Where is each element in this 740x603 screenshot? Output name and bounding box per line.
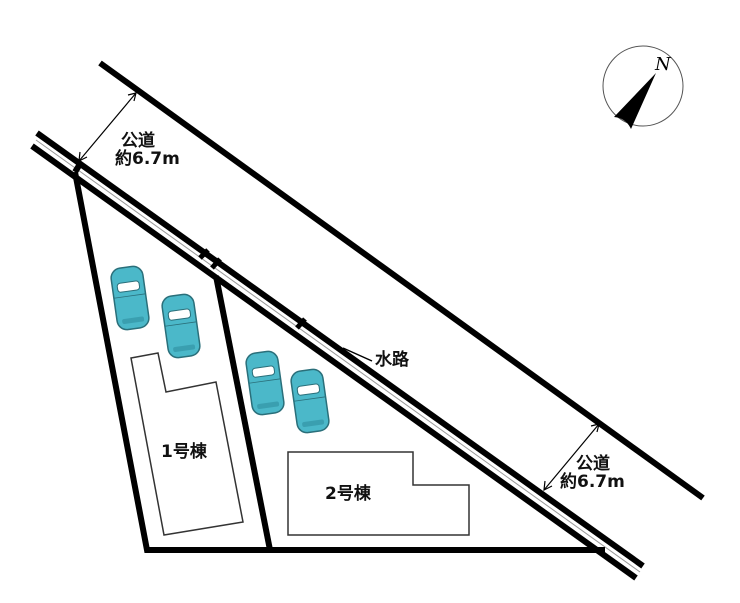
waterway-upper-edge [35,130,645,569]
building-1-outline [130,352,244,536]
building-2-outline [287,451,470,536]
waterway-lower-edge [30,143,638,581]
building-1-label: 1号棟 [161,442,207,462]
compass-icon: N [602,45,684,129]
road-width: 約6.7m [560,471,625,492]
waterway-mark [295,317,307,330]
car-icon [290,368,330,434]
lot-divider [213,275,273,551]
waterway-mark [210,257,222,270]
road-label-1: 公道 約6.7m [115,131,180,169]
car-icon [245,350,285,416]
car-icon [161,293,201,359]
lot-boundary [72,171,605,553]
road-width: 約6.7m [115,148,180,169]
waterway-leader [342,347,373,362]
road-name: 公道 [576,454,610,474]
waterway-mark [198,248,210,260]
lot-top-corner [72,162,83,174]
dimension-arrow-2 [543,423,600,492]
car-icon [110,265,150,331]
road-name: 公道 [121,131,155,151]
dimension-arrow-1 [78,92,137,163]
building-2-label: 2号棟 [325,484,371,504]
road-label-2: 公道 約6.7m [560,454,625,492]
compass-north-label: N [654,54,672,75]
waterway-label: 水路 [375,350,409,370]
waterway-center [35,139,641,573]
road-edge [98,60,705,501]
